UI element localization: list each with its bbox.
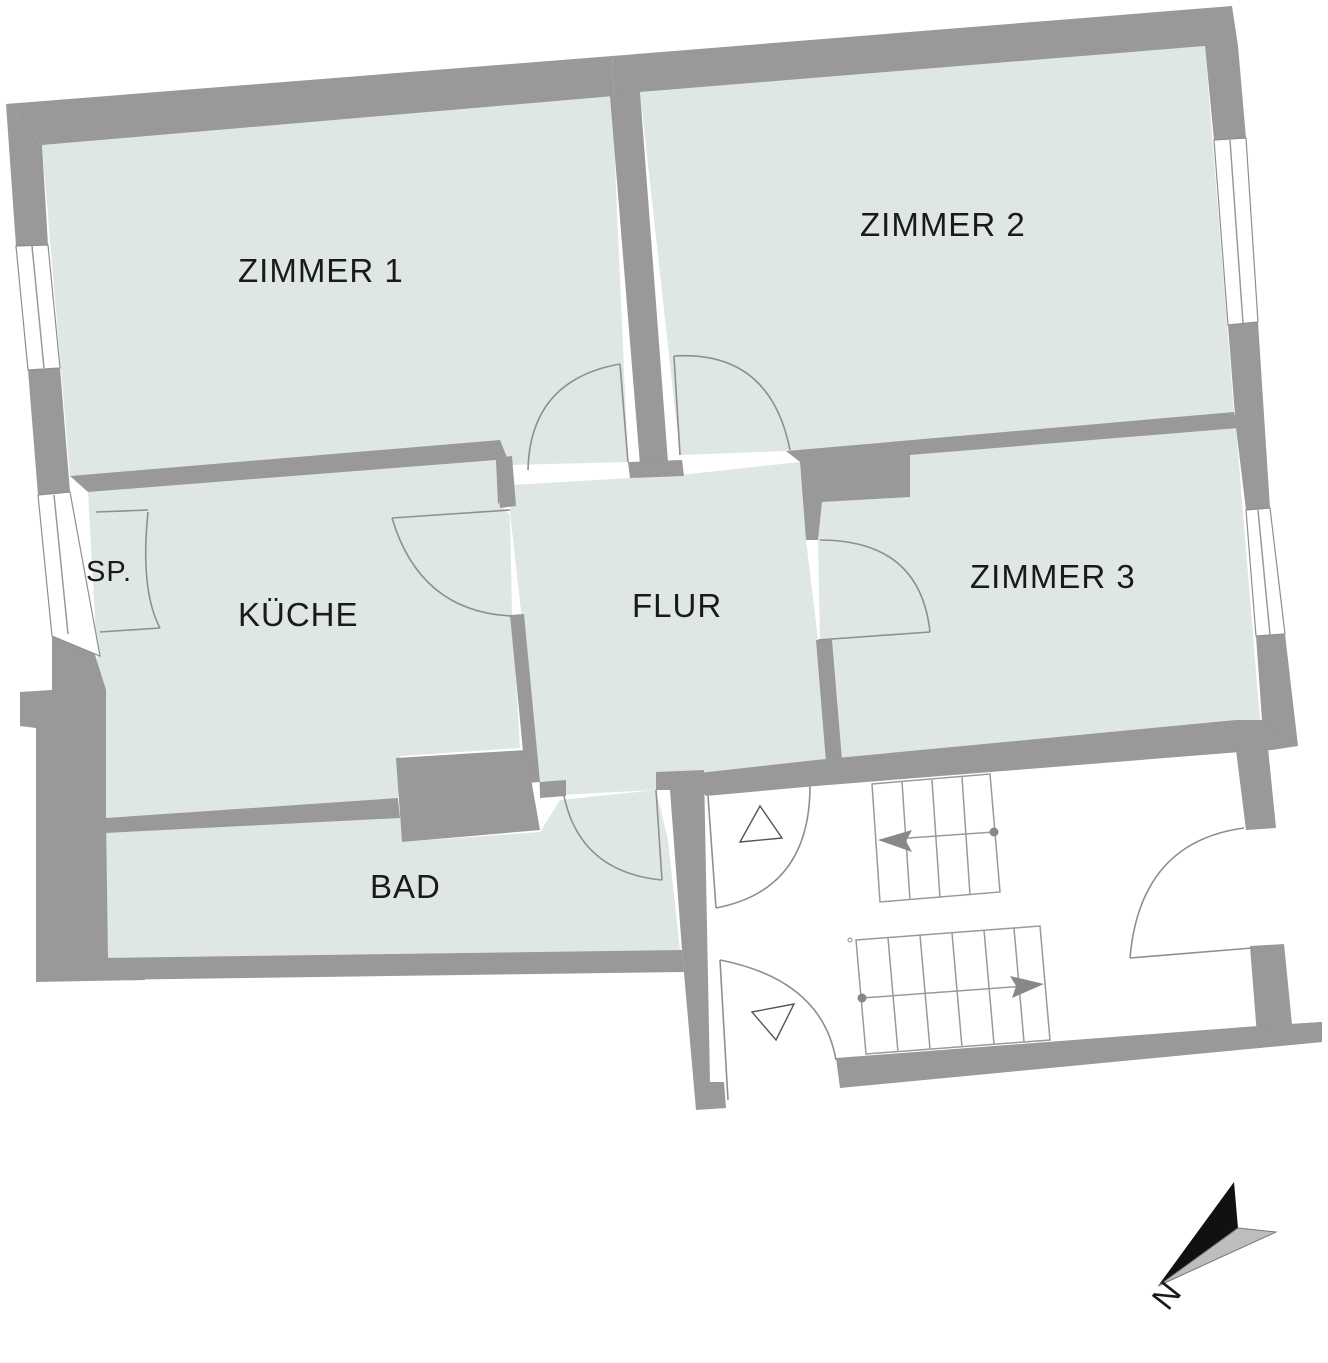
door-bad — [563, 795, 663, 881]
wall-stub-kueche-flur — [496, 456, 516, 508]
wall-zimmer3-bottom — [816, 720, 1298, 786]
door-stairwell-lower — [719, 959, 837, 1061]
floor-zimmer-2 — [640, 46, 1234, 455]
room-floors — [42, 46, 1260, 958]
wall-flur-top-stub — [628, 460, 684, 478]
floor-flur — [510, 462, 826, 796]
wall-flur-zimmer3 — [816, 640, 842, 762]
stairs — [847, 773, 1051, 1055]
label-kueche: KÜCHE — [238, 596, 359, 633]
doors — [95, 354, 1253, 1101]
wall-zimmer2-zimmer3 — [786, 412, 1238, 540]
door-kueche — [391, 517, 513, 617]
north-arrow-icon: N — [1144, 1182, 1278, 1316]
wall-stairwell-left — [656, 770, 726, 1110]
label-bad: BAD — [370, 868, 441, 905]
chimney-block — [396, 750, 540, 842]
wall-outer-right-1 — [1205, 46, 1246, 140]
stairs-upper — [871, 773, 1001, 903]
windows — [15, 137, 1286, 657]
compass-north-label: N — [1144, 1274, 1188, 1316]
door-apartment-entrance — [715, 785, 811, 909]
wall-bad-flur-stub — [540, 780, 566, 798]
floor-bad — [106, 790, 680, 958]
wall-outer-left-3 — [20, 632, 145, 982]
label-speisekammer: SP. — [86, 556, 132, 588]
wall-zimmer1-kueche — [70, 440, 512, 505]
floor-zimmer-3 — [818, 428, 1260, 758]
door-speisekammer — [144, 511, 161, 629]
wall-stairwell-top-left — [690, 760, 816, 796]
wall-outer-top-right — [612, 6, 1238, 96]
wall-kueche-bad — [106, 798, 400, 833]
door-neighbor — [1129, 827, 1245, 959]
wall-outer-top-left — [6, 56, 614, 145]
wall-stairwell-right-2 — [1250, 944, 1322, 1048]
wall-zimmer1-zimmer2 — [610, 92, 668, 465]
triangle-down-icon — [750, 1003, 796, 1042]
door-zimmer1 — [527, 363, 621, 471]
wall-stairwell-bottom — [836, 1022, 1322, 1088]
room-labels: ZIMMER 1 ZIMMER 2 ZIMMER 3 KÜCHE SP. FLU… — [86, 206, 1136, 905]
walls — [6, 6, 1322, 1110]
wall-outer-left-2 — [28, 368, 70, 495]
label-zimmer-2: ZIMMER 2 — [860, 206, 1026, 243]
wall-outer-right-2 — [1228, 322, 1270, 510]
door-zimmer3 — [819, 539, 931, 633]
label-flur: FLUR — [632, 587, 722, 624]
floor-kueche — [88, 460, 520, 818]
label-zimmer-1: ZIMMER 1 — [238, 252, 404, 289]
wall-stairwell-right-1 — [1236, 748, 1276, 830]
label-zimmer-3: ZIMMER 3 — [970, 558, 1136, 595]
window-kueche — [37, 491, 101, 657]
floor-zimmer-1 — [42, 96, 628, 476]
wall-outer-left-1 — [6, 104, 48, 246]
wall-kueche-flur — [510, 614, 540, 783]
window-zimmer3 — [1245, 507, 1286, 637]
wall-outer-bottom-bad — [100, 950, 684, 980]
triangle-up-icon — [738, 804, 784, 843]
stairs-lower — [855, 925, 1051, 1055]
door-zimmer2 — [673, 354, 791, 451]
wall-outer-right-3 — [1256, 634, 1298, 748]
